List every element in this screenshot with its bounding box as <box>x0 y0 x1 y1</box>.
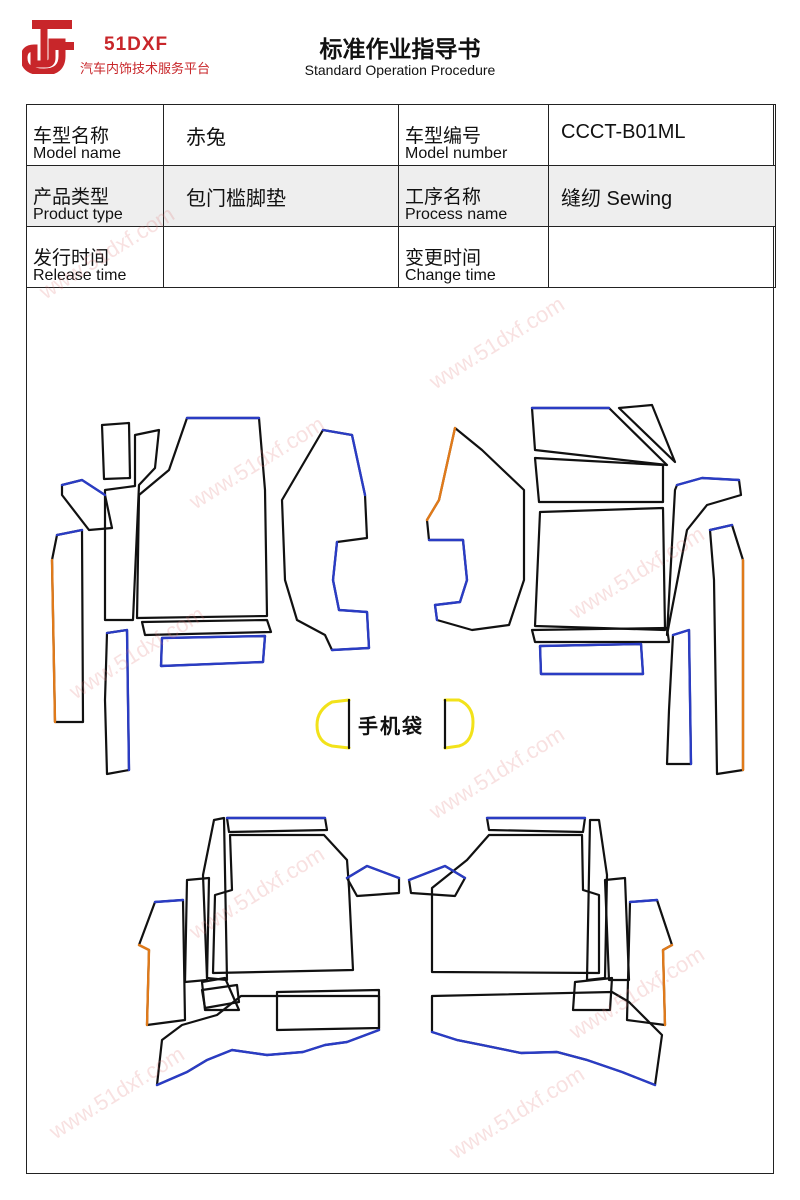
pattern-piece <box>585 818 609 982</box>
info-row: 发行时间 Release time 变更时间 Change time <box>26 226 776 288</box>
pattern-piece <box>140 618 273 637</box>
pattern-piece <box>280 428 371 652</box>
document-subtitle: Standard Operation Procedure <box>304 62 496 78</box>
pattern-piece <box>530 406 669 467</box>
logo-name: 51DXF <box>104 34 169 55</box>
info-row: 产品类型 Product type 包门槛脚垫 工序名称 Process nam… <box>26 165 776 227</box>
process-name-label: 工序名称 Process name <box>398 165 549 227</box>
pattern-piece <box>100 421 132 481</box>
phone-pocket-pieces <box>315 698 475 750</box>
pattern-piece <box>603 876 631 982</box>
pattern-piece <box>665 476 743 637</box>
process-name-value: 缝纫 Sewing <box>548 165 776 227</box>
release-time-value <box>163 226 399 288</box>
change-time-value <box>548 226 776 288</box>
pattern-piece <box>200 983 241 1010</box>
info-table: 车型名称 Model name 赤兔 车型编号 Model number CCC… <box>26 104 776 288</box>
model-number-label: 车型编号 Model number <box>398 104 549 166</box>
change-time-label: 变更时间 Change time <box>398 226 549 288</box>
logo-subtitle: 汽车内饰技术服务平台 <box>80 62 211 77</box>
phone-pocket-label: 手机袋 <box>358 714 424 738</box>
pattern-piece <box>533 506 667 632</box>
pattern-piece <box>135 416 269 620</box>
pattern-piece <box>103 428 161 622</box>
pattern-piece <box>183 876 211 984</box>
release-time-label: 发行时间 Release time <box>26 226 164 288</box>
info-row: 车型名称 Model name 赤兔 车型编号 Model number CCC… <box>26 104 776 166</box>
pattern-piece <box>275 988 381 1032</box>
pattern-drawing <box>50 403 745 1087</box>
pattern-piece <box>345 864 401 898</box>
pattern-piece <box>617 403 677 464</box>
pattern-piece <box>155 994 381 1087</box>
pattern-piece <box>665 628 693 766</box>
pattern-piece <box>407 864 467 898</box>
company-logo: 51DXF 汽车内饰技术服务平台 <box>22 18 262 78</box>
pattern-piece <box>225 816 329 834</box>
pattern-piece <box>211 833 355 975</box>
product-type-label: 产品类型 Product type <box>26 165 164 227</box>
model-name-value: 赤兔 <box>163 104 399 166</box>
document-title: 标准作业指导书 <box>319 37 481 63</box>
pattern-piece <box>430 833 601 975</box>
product-type-value: 包门槛脚垫 <box>163 165 399 227</box>
logo-mark-icon <box>22 20 74 74</box>
pattern-piece <box>533 456 665 504</box>
pattern-piece <box>708 523 745 776</box>
pattern-piece <box>425 426 526 632</box>
pattern-piece <box>50 528 85 724</box>
pattern-piece <box>485 816 587 834</box>
pattern-piece <box>538 642 645 676</box>
model-name-label: 车型名称 Model name <box>26 104 164 166</box>
pattern-piece <box>530 626 671 644</box>
pattern-piece <box>571 976 614 1012</box>
model-number-value: CCCT-B01ML <box>548 104 776 166</box>
pattern-piece <box>103 628 131 776</box>
pattern-piece <box>137 898 187 1027</box>
